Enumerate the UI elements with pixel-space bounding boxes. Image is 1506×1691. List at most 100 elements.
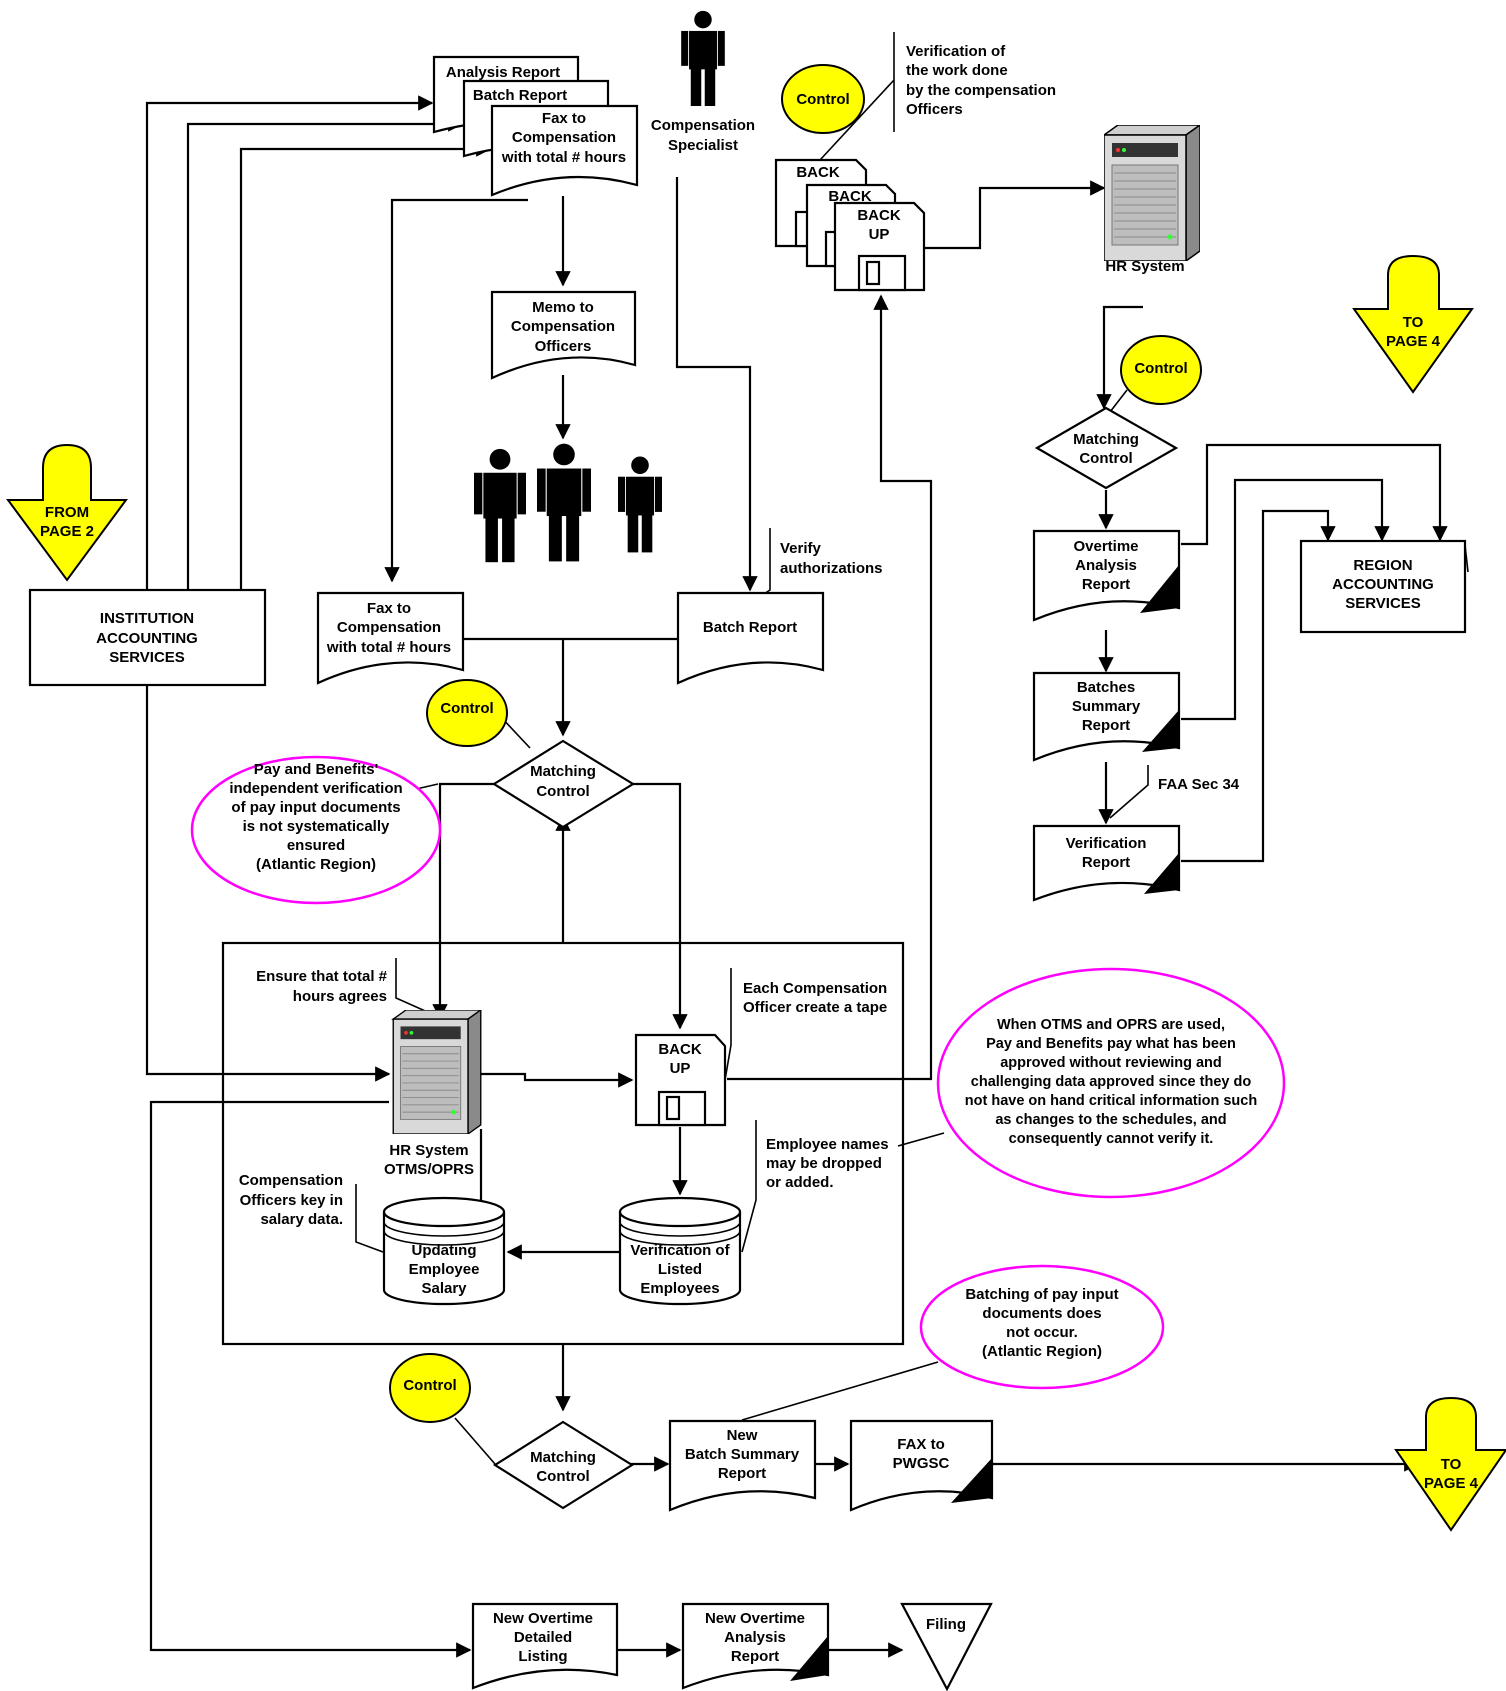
employee-names-note: Employee names may be dropped or added.: [741, 1120, 889, 1253]
ensure-total-note: Ensure that total # hours agrees: [256, 958, 442, 1019]
new-batch-summary-report: New Batch Summary Report: [668, 1419, 817, 1512]
svg-text:New Overtime: New Overtime: [493, 1610, 593, 1627]
svg-text:Compensation: Compensation: [512, 129, 616, 146]
svg-text:not occur.: not occur.: [1006, 1324, 1078, 1341]
svg-text:Each Compensation: Each Compensation: [743, 980, 887, 997]
svg-text:Report: Report: [731, 1648, 779, 1665]
svg-text:as changes to the schedules, a: as changes to the schedules, and: [995, 1112, 1226, 1128]
person-icon: [681, 10, 725, 106]
svg-text:Batches: Batches: [1077, 679, 1135, 696]
hr-system-otms: HR System OTMS/OPRS: [384, 1010, 482, 1178]
svg-text:Listing: Listing: [518, 1648, 567, 1665]
backup-disk-stack: BACK BACK BACK UP: [774, 158, 926, 292]
memo-doc: Memo to Compensation Officers: [490, 290, 637, 380]
svg-text:Matching: Matching: [530, 763, 596, 780]
svg-text:salary data.: salary data.: [260, 1211, 343, 1228]
svg-text:HR System: HR System: [389, 1142, 468, 1159]
svg-text:Employees: Employees: [640, 1280, 719, 1297]
compensation-specialist: Compensation Specialist: [651, 10, 755, 154]
svg-text:Batching of pay input: Batching of pay input: [965, 1286, 1118, 1303]
svg-text:Employee: Employee: [409, 1261, 480, 1278]
svg-text:ACCOUNTING: ACCOUNTING: [1332, 576, 1434, 593]
comp-key-note: Compensation Officers key in salary data…: [239, 1172, 384, 1253]
pay-benefits-note: Pay and Benefits' independent verificati…: [190, 755, 442, 905]
svg-text:FROM: FROM: [45, 504, 89, 521]
svg-text:Compensation: Compensation: [511, 318, 615, 335]
svg-text:approved without reviewing and: approved without reviewing and: [1000, 1055, 1222, 1071]
fax-pwgsc-doc: FAX to PWGSC: [849, 1419, 994, 1512]
svg-text:HR System: HR System: [1105, 258, 1184, 275]
batches-summary-report: Batches Summary Report: [1032, 671, 1181, 762]
svg-text:Compensation: Compensation: [651, 117, 755, 134]
svg-text:Report: Report: [1082, 576, 1130, 593]
svg-text:Control: Control: [403, 1377, 456, 1394]
fax-compensation-doc-top: Fax to Compensation with total # hours: [490, 104, 639, 197]
svg-text:Verification: Verification: [1066, 835, 1147, 852]
svg-text:Filing: Filing: [926, 1616, 966, 1633]
each-officer-note: Each Compensation Officer create a tape: [724, 968, 887, 1081]
control-badge-right: Control: [1109, 335, 1202, 413]
region-accounting-services: REGION ACCOUNTING SERVICES: [1299, 539, 1469, 634]
svg-text:is not systematically: is not systematically: [243, 818, 390, 835]
svg-text:Batch Report: Batch Report: [473, 87, 567, 104]
svg-text:Officer create a tape: Officer create a tape: [743, 999, 887, 1016]
svg-text:hours agrees: hours agrees: [293, 988, 387, 1005]
svg-text:Analysis: Analysis: [724, 1629, 786, 1646]
svg-text:TO: TO: [1403, 314, 1424, 331]
svg-text:Verification of: Verification of: [906, 43, 1006, 60]
svg-text:New: New: [727, 1427, 758, 1444]
hr-system-server: HR System: [1104, 125, 1200, 275]
svg-text:documents does: documents does: [982, 1305, 1101, 1322]
svg-text:Updating: Updating: [412, 1242, 477, 1259]
svg-text:Batch Report: Batch Report: [703, 619, 797, 636]
svg-text:PAGE 2: PAGE 2: [40, 523, 94, 540]
svg-text:(Atlantic Region): (Atlantic Region): [256, 856, 376, 873]
svg-text:Report: Report: [1082, 717, 1130, 734]
svg-text:Control: Control: [1134, 360, 1187, 377]
svg-text:Fax to: Fax to: [367, 600, 411, 617]
svg-text:INSTITUTION: INSTITUTION: [100, 610, 194, 627]
svg-text:authorizations: authorizations: [780, 560, 883, 577]
svg-text:Batch Summary: Batch Summary: [685, 1446, 800, 1463]
matching-control-bottom: Matching Control: [492, 1420, 635, 1510]
faa-note: FAA Sec 34: [1109, 765, 1240, 819]
svg-text:the work done: the work done: [906, 62, 1008, 79]
svg-text:Verify: Verify: [780, 540, 822, 557]
overtime-analysis-report: Overtime Analysis Report: [1032, 529, 1181, 622]
svg-text:ensured: ensured: [287, 837, 345, 854]
svg-text:Salary: Salary: [421, 1280, 467, 1297]
svg-text:may be dropped: may be dropped: [766, 1155, 882, 1172]
matching-control-right: Matching Control: [1034, 406, 1179, 490]
backup-disk-mid: BACK UP: [634, 1033, 727, 1127]
compensation-officers-group: [474, 443, 662, 563]
svg-text:Control: Control: [440, 700, 493, 717]
svg-text:New Overtime: New Overtime: [705, 1610, 805, 1627]
svg-text:or added.: or added.: [766, 1174, 834, 1191]
svg-text:Pay and Benefits': Pay and Benefits': [254, 761, 378, 778]
institution-accounting-services: INSTITUTION ACCOUNTING SERVICES: [28, 588, 267, 687]
svg-text:Specialist: Specialist: [668, 137, 738, 154]
svg-text:Memo to: Memo to: [532, 299, 594, 316]
svg-text:FAA Sec 34: FAA Sec 34: [1158, 776, 1240, 793]
svg-text:ACCOUNTING: ACCOUNTING: [96, 630, 198, 647]
svg-text:Overtime: Overtime: [1073, 538, 1138, 555]
svg-text:Matching: Matching: [1073, 431, 1139, 448]
svg-text:(Atlantic Region): (Atlantic Region): [982, 1343, 1102, 1360]
person-icon: [474, 448, 526, 563]
to-page-4-connector-bottom: TO PAGE 4: [1394, 1396, 1506, 1532]
svg-text:Control: Control: [536, 1468, 589, 1485]
svg-text:BACK: BACK: [658, 1041, 701, 1058]
svg-text:TO: TO: [1441, 1456, 1462, 1473]
svg-text:Compensation: Compensation: [337, 619, 441, 636]
svg-text:Control: Control: [796, 91, 849, 108]
svg-text:with total # hours: with total # hours: [501, 149, 626, 166]
svg-text:Ensure that total #: Ensure that total #: [256, 968, 388, 985]
svg-text:independent verification: independent verification: [229, 780, 402, 797]
svg-text:Officers: Officers: [906, 101, 963, 118]
filing-symbol: Filing: [900, 1602, 993, 1691]
verification-listed-storage: Verification of Listed Employees: [618, 1196, 742, 1306]
verification-report: Verification Report: [1032, 824, 1181, 902]
svg-text:Compensation: Compensation: [239, 1172, 343, 1189]
svg-text:Control: Control: [536, 783, 589, 800]
